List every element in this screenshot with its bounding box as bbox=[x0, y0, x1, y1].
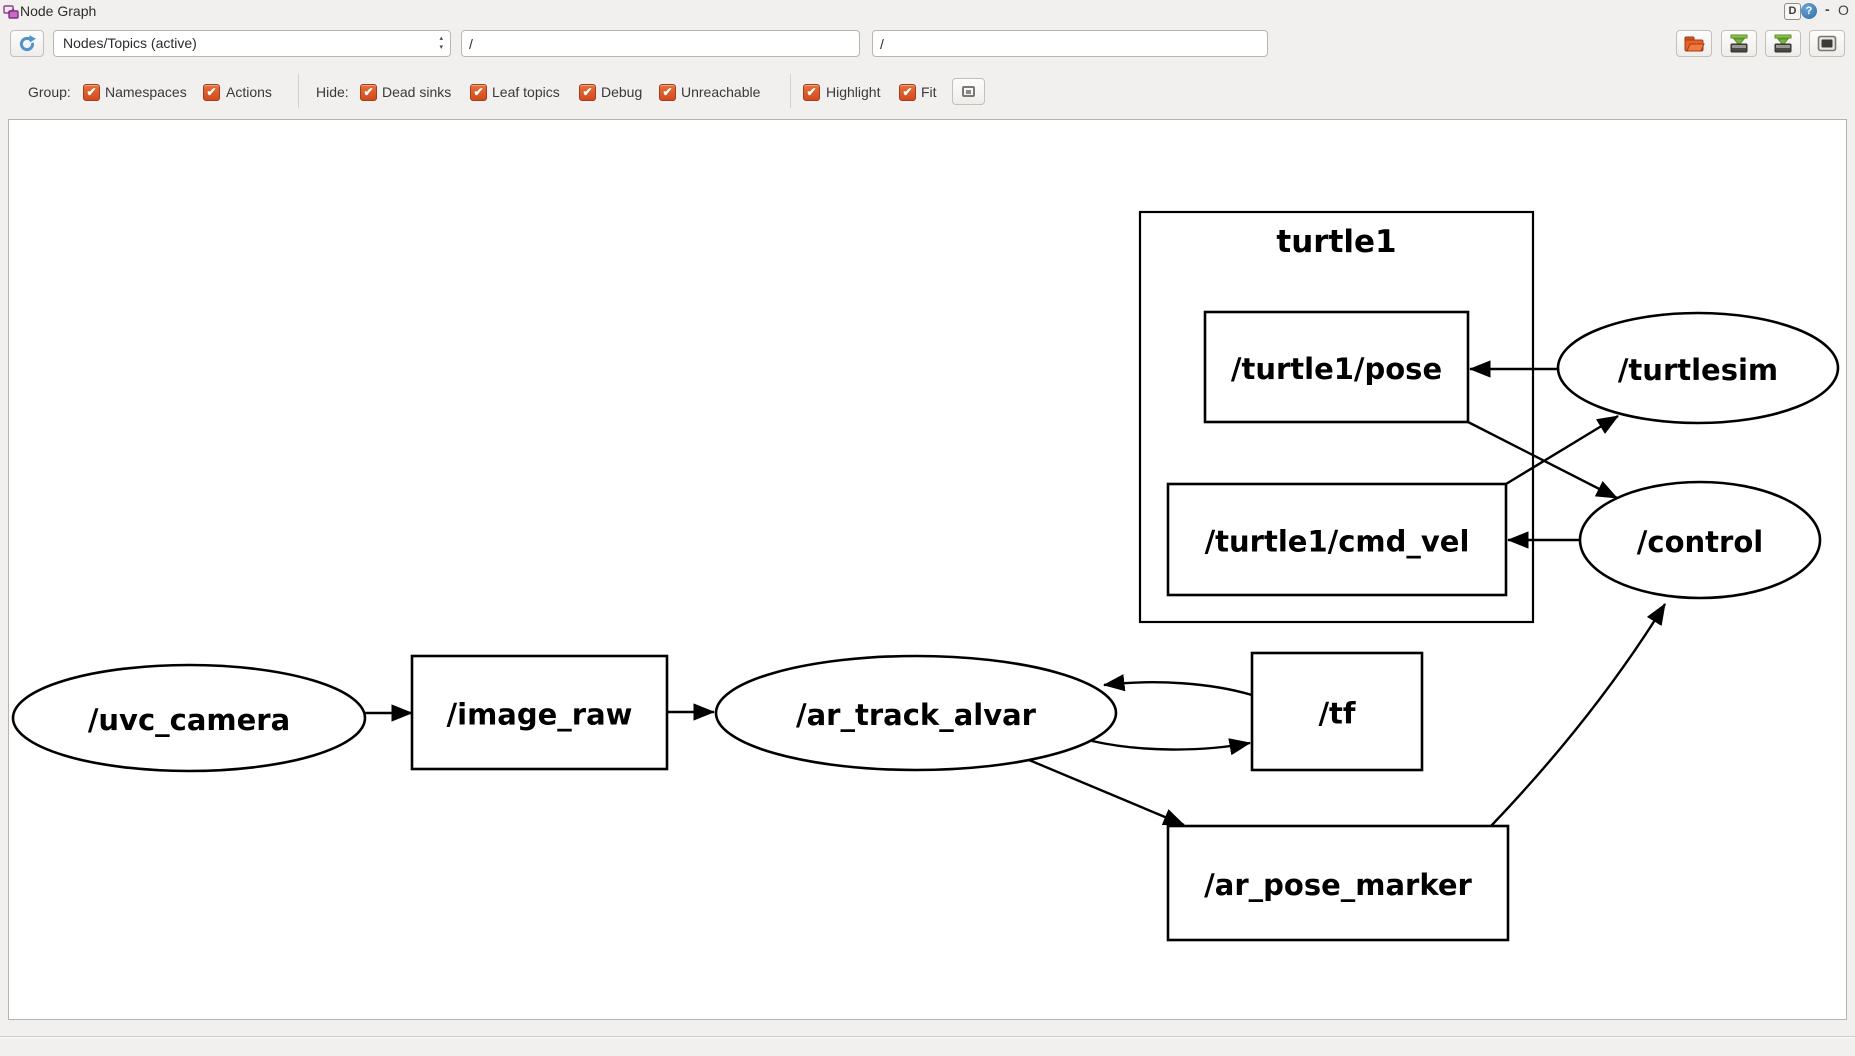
group-label: Group: bbox=[28, 84, 71, 100]
status-separator-highlight bbox=[0, 1037, 1855, 1038]
edge-ar_track_alvar-tf bbox=[1091, 738, 1252, 756]
node-graph-svg: turtle1/uvc_camera/image_raw/ar_track_al… bbox=[11, 210, 1840, 942]
fit-in-view-icon bbox=[962, 86, 975, 97]
image-icon bbox=[1817, 35, 1837, 52]
node-tf[interactable] bbox=[1250, 651, 1424, 772]
check-icon: ✔ bbox=[582, 85, 593, 99]
checkbox-unreachable[interactable]: ✔ bbox=[659, 84, 676, 101]
node-label-turtle1_cmd_vel: /turtle1/cmd_vel bbox=[1205, 525, 1470, 559]
checkbox-highlight[interactable]: ✔ bbox=[803, 84, 820, 101]
status-separator bbox=[0, 1036, 1855, 1037]
titlebar: Node Graph D ? - O bbox=[0, 0, 1855, 24]
hide-label: Hide: bbox=[316, 84, 349, 100]
node-label-control: /control bbox=[1637, 525, 1763, 559]
graph-canvas[interactable]: turtle1/uvc_camera/image_raw/ar_track_al… bbox=[8, 119, 1847, 1020]
help-icon[interactable]: ? bbox=[1801, 3, 1817, 19]
check-icon: ✔ bbox=[662, 85, 673, 99]
node-label-ar_pose_marker: /ar_pose_marker bbox=[1204, 868, 1472, 902]
toolbar-separator bbox=[790, 74, 791, 108]
dock-icon[interactable]: D bbox=[1784, 3, 1801, 20]
node-label-image_raw: /image_raw bbox=[447, 698, 633, 732]
node-uvc_camera[interactable] bbox=[11, 663, 367, 773]
refresh-button[interactable] bbox=[10, 30, 44, 57]
node-turtlesim[interactable] bbox=[1556, 311, 1840, 425]
open-dot-button[interactable] bbox=[1676, 30, 1712, 57]
checkbox-debug-label[interactable]: Debug bbox=[601, 84, 643, 100]
checkbox-actions-label[interactable]: Actions bbox=[226, 84, 272, 100]
node-label-turtle1_pose: /turtle1/pose bbox=[1231, 352, 1442, 386]
node-ar_pose_marker[interactable] bbox=[1166, 824, 1510, 942]
check-icon: ✔ bbox=[206, 85, 217, 99]
checkbox-leaf-topics[interactable]: ✔ bbox=[470, 84, 487, 101]
node-graph-icon bbox=[3, 5, 19, 19]
group-turtle1 bbox=[1138, 210, 1535, 624]
checkbox-highlight-label[interactable]: Highlight bbox=[826, 84, 881, 100]
checkbox-actions[interactable]: ✔ bbox=[203, 84, 220, 101]
save-icon bbox=[1730, 34, 1748, 52]
folder-open-icon bbox=[1684, 36, 1705, 51]
node-label-turtlesim: /turtlesim bbox=[1618, 353, 1778, 387]
node-ar_track_alvar[interactable] bbox=[714, 654, 1118, 772]
checkbox-dead-sinks-label[interactable]: Dead sinks bbox=[382, 84, 452, 100]
save-icon bbox=[1774, 34, 1792, 52]
minimize-icon[interactable]: - bbox=[1825, 1, 1830, 17]
window-title: Node Graph bbox=[20, 3, 97, 19]
node-label-tf: /tf bbox=[1318, 697, 1355, 731]
toolbar-separator bbox=[298, 74, 299, 108]
check-icon: ✔ bbox=[363, 85, 374, 99]
checkbox-fit-label[interactable]: Fit bbox=[921, 84, 937, 100]
node-turtle1_pose[interactable] bbox=[1203, 310, 1470, 424]
graph-type-select[interactable]: Nodes/Topics (active) ▴ ▾ bbox=[53, 30, 451, 57]
export-image-button[interactable] bbox=[1809, 30, 1845, 57]
checkbox-leaf-topics-label[interactable]: Leaf topics bbox=[492, 84, 560, 100]
graph-type-value: Nodes/Topics (active) bbox=[63, 35, 197, 51]
namespace-filter-input[interactable] bbox=[461, 30, 860, 57]
spinner-arrows-icon[interactable]: ▴ ▾ bbox=[439, 35, 443, 51]
float-icon[interactable]: O bbox=[1838, 2, 1849, 18]
edge-turtle1_cmd_vel-turtlesim bbox=[1505, 414, 1619, 486]
check-icon: ✔ bbox=[473, 85, 484, 99]
checkbox-namespaces[interactable]: ✔ bbox=[83, 84, 100, 101]
node-label-ar_track_alvar: /ar_track_alvar bbox=[796, 698, 1037, 732]
node-control[interactable] bbox=[1578, 480, 1822, 600]
save-image-button[interactable] bbox=[1765, 30, 1801, 57]
checkbox-unreachable-label[interactable]: Unreachable bbox=[681, 84, 761, 100]
edge-ar_track_alvar-ar_pose_marker bbox=[1028, 758, 1185, 827]
check-icon: ✔ bbox=[902, 85, 913, 99]
save-dot-button[interactable] bbox=[1721, 30, 1757, 57]
node-turtle1_cmd_vel[interactable] bbox=[1166, 482, 1508, 597]
group-label-turtle1: turtle1 bbox=[1276, 224, 1396, 260]
checkbox-namespaces-label[interactable]: Namespaces bbox=[105, 84, 187, 100]
checkbox-debug[interactable]: ✔ bbox=[579, 84, 596, 101]
fit-in-view-button[interactable] bbox=[952, 78, 985, 105]
topic-filter-input[interactable] bbox=[872, 30, 1268, 57]
node-label-uvc_camera: /uvc_camera bbox=[88, 703, 290, 737]
edge-ar_pose_marker-control bbox=[1490, 603, 1667, 827]
checkbox-fit[interactable]: ✔ bbox=[899, 84, 916, 101]
node-image_raw[interactable] bbox=[410, 654, 669, 771]
check-icon: ✔ bbox=[806, 85, 817, 99]
checkbox-dead-sinks[interactable]: ✔ bbox=[360, 84, 377, 101]
edge-turtle1_pose-control bbox=[1467, 420, 1618, 500]
check-icon: ✔ bbox=[86, 85, 97, 99]
edge-tf-ar_track_alvar bbox=[1102, 674, 1253, 697]
refresh-icon bbox=[19, 34, 36, 51]
